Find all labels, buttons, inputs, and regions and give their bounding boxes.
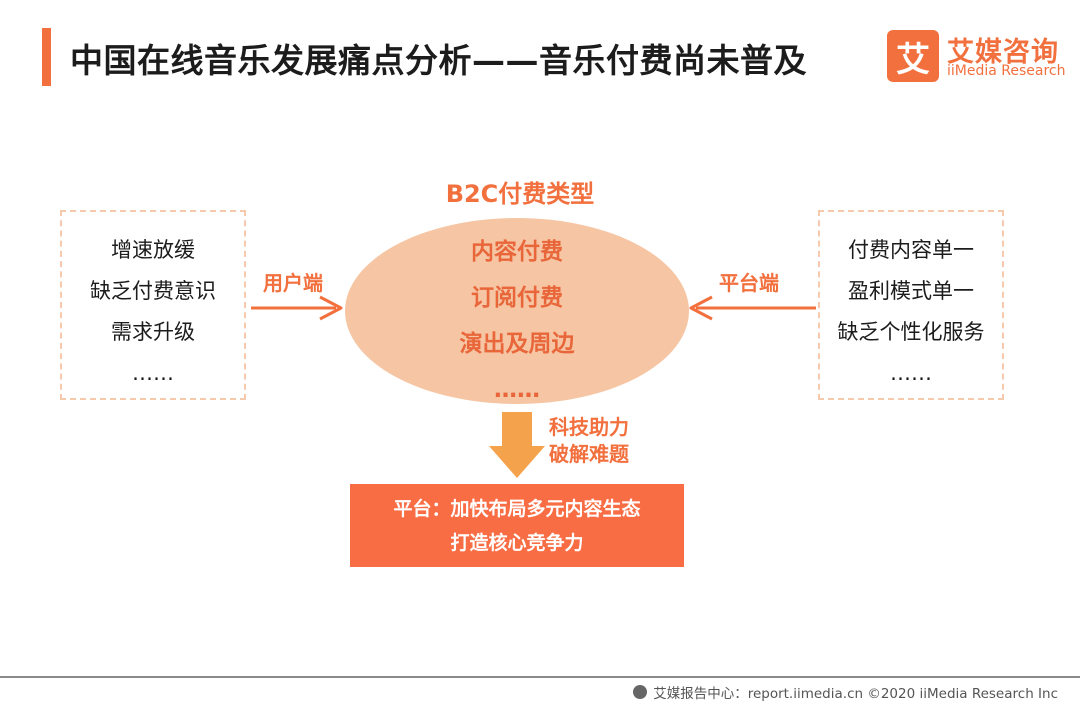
footer-divider xyxy=(0,676,1080,678)
result-line: 平台：加快布局多元内容生态 xyxy=(393,497,641,520)
user-arrow-icon xyxy=(251,295,343,321)
platform-item: 盈利模式单一 xyxy=(848,279,974,303)
footer-globe-icon xyxy=(633,685,648,699)
logo-name-en: iiMedia Research xyxy=(947,63,1066,79)
platform-item: …… xyxy=(890,361,932,385)
platform-item: 付费内容单一 xyxy=(848,238,974,262)
logo-mark: 艾 xyxy=(887,30,939,82)
title-accent-bar xyxy=(42,28,51,86)
user-side-box: 增速放缓 缺乏付费意识 需求升级 …… xyxy=(60,210,246,400)
down-arrow-icon xyxy=(489,412,545,478)
platform-side-box: 付费内容单一 盈利模式单一 缺乏个性化服务 …… xyxy=(818,210,1004,400)
tech-line: 科技助力 xyxy=(549,415,629,439)
user-item: 需求升级 xyxy=(111,320,195,344)
footer: 艾媒报告中心：report.iimedia.cn ©2020 iiMedia R… xyxy=(633,682,1058,702)
payment-type-item: 订阅付费 xyxy=(471,285,563,311)
tech-line: 破解难题 xyxy=(549,442,629,466)
tech-label: 科技助力 破解难题 xyxy=(549,414,629,468)
result-box: 平台：加快布局多元内容生态 打造核心竞争力 xyxy=(350,484,684,567)
payment-type-item: 内容付费 xyxy=(471,239,563,265)
footer-text: 艾媒报告中心：report.iimedia.cn ©2020 iiMedia R… xyxy=(653,686,1058,702)
user-item: 缺乏付费意识 xyxy=(90,279,216,303)
platform-connector-label: 平台端 xyxy=(719,271,779,295)
payment-type-ellipse: 内容付费 订阅付费 演出及周边 …… xyxy=(345,218,689,404)
user-item: 增速放缓 xyxy=(111,238,195,262)
payment-type-item: 演出及周边 xyxy=(459,331,575,357)
logo-name-cn: 艾媒咨询 xyxy=(947,37,1059,68)
page-title: 中国在线音乐发展痛点分析——音乐付费尚未普及 xyxy=(70,41,807,80)
payment-type-item: …… xyxy=(494,377,540,403)
platform-item: 缺乏个性化服务 xyxy=(837,320,985,344)
brand-logo: 艾 艾媒咨询 iiMedia Research xyxy=(887,30,1066,82)
user-item: …… xyxy=(132,361,174,385)
center-title: B2C付费类型 xyxy=(445,180,595,208)
platform-arrow-icon xyxy=(689,295,816,321)
user-connector-label: 用户端 xyxy=(263,271,323,295)
result-line: 打造核心竞争力 xyxy=(450,531,584,554)
